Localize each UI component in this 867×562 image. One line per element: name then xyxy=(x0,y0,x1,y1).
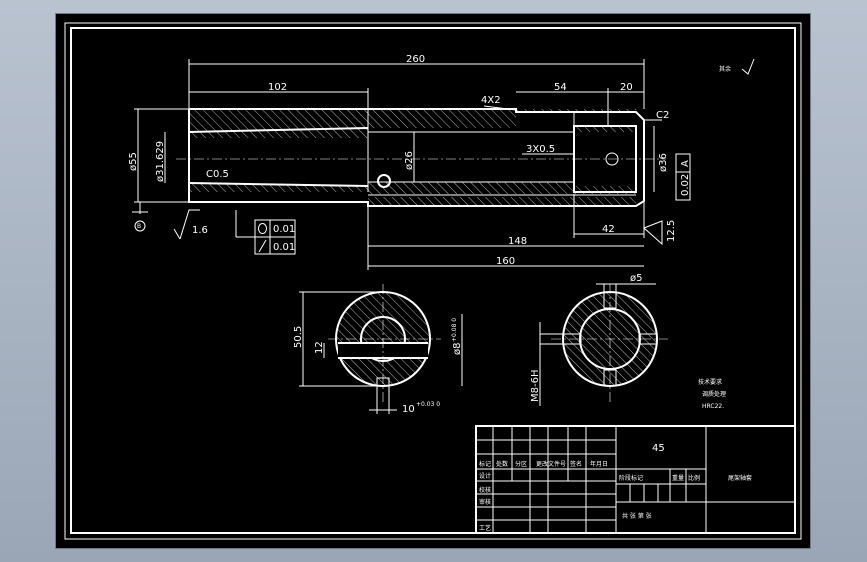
tb-h-docno: 更改文件号 xyxy=(536,460,566,468)
title-block: 45 尾架轴套 标记 设计 校核 审核 工艺 处数 分区 更改文件号 签名 年月… xyxy=(475,425,796,534)
sec1-dia8: ø8 xyxy=(452,343,463,355)
dim-taper-dia: ø31.629 xyxy=(155,141,166,182)
tb-row-mark: 标记 xyxy=(479,460,491,468)
tb-h-count: 处数 xyxy=(496,460,508,468)
sec2-dia5: ø5 xyxy=(630,273,642,284)
dim-c2: C2 xyxy=(656,110,669,121)
roughness-16: 1.6 xyxy=(192,225,208,236)
dim-148: 148 xyxy=(508,236,527,247)
dim-160: 160 xyxy=(496,256,515,267)
cad-viewport[interactable]: 260 102 54 20 4X2 C2 ø55 ø31.629 ø26 3X0… xyxy=(56,14,810,548)
section-view-2: ø5 M8-6H xyxy=(530,273,668,406)
dim-dia36: ø36 xyxy=(658,153,669,172)
dim-20: 20 xyxy=(620,82,633,93)
technical-requirements: 技术要求 调质处理 HRC22. xyxy=(698,378,726,410)
drawing-canvas: 260 102 54 20 4X2 C2 ø55 ø31.629 ø26 3X0… xyxy=(64,22,802,540)
roundness-icon xyxy=(258,223,267,234)
dim-dia55: ø55 xyxy=(128,152,139,171)
datum-b: B xyxy=(137,223,141,230)
dim-thread-relief: 3X0.5 xyxy=(526,144,555,155)
outer-frame xyxy=(64,22,802,540)
tech-req-line2: HRC22. xyxy=(702,403,724,410)
roughness-125: 12.5 xyxy=(666,220,677,242)
tb-h-date: 年月日 xyxy=(590,460,608,468)
tech-req-line1: 调质处理 xyxy=(702,390,726,398)
tb-row-review: 审核 xyxy=(479,498,491,506)
tb-row-process: 工艺 xyxy=(479,524,491,532)
section-view-1: 50.5 12 ø8 +0.08 0 10 +0.03 0 xyxy=(293,284,463,415)
tb-sheet-info: 共 张 第 张 xyxy=(622,512,652,520)
dim-dia26: ø26 xyxy=(404,151,415,170)
sec1-10: 10 xyxy=(402,404,415,415)
tb-row-design: 设计 xyxy=(479,472,491,480)
tb-h-zone: 分区 xyxy=(515,460,527,468)
sec1-10tol: +0.03 0 xyxy=(416,401,440,408)
dim-total-length: 260 xyxy=(406,54,425,65)
dim-102: 102 xyxy=(268,82,287,93)
tb-scale-label: 比例 xyxy=(688,474,700,482)
sec2-thread: M8-6H xyxy=(530,370,541,402)
dim-groove: 4X2 xyxy=(481,95,501,106)
tech-req-title: 技术要求 xyxy=(698,378,722,386)
roughness-note: 其余 xyxy=(719,65,731,73)
pin-hole-icon xyxy=(377,174,391,188)
runout-value: 0.02 xyxy=(680,174,691,196)
main-dimensions: 260 102 54 20 4X2 C2 ø55 ø31.629 ø26 3X0… xyxy=(128,54,755,270)
tb-h-sign: 签名 xyxy=(570,460,582,468)
sec1-height: 50.5 xyxy=(293,326,304,348)
datum-a: A xyxy=(680,160,691,167)
dim-54: 54 xyxy=(554,82,567,93)
tb-stage-label: 阶段标记 xyxy=(619,474,643,482)
tol-round: 0.01 xyxy=(273,224,295,235)
dim-c05: C0.5 xyxy=(206,169,229,180)
tb-row-check: 校核 xyxy=(479,486,491,494)
inner-frame xyxy=(70,27,796,534)
main-section-view xyxy=(176,108,666,207)
tb-weight-label: 重量 xyxy=(672,474,684,482)
tol-cyl: 0.01 xyxy=(273,242,295,253)
tb-part-name: 尾架轴套 xyxy=(728,474,752,482)
tb-material: 45 xyxy=(652,443,665,454)
sec1-tol: +0.08 0 xyxy=(451,318,458,342)
dim-42: 42 xyxy=(602,224,615,235)
sec1-12: 12 xyxy=(314,341,325,354)
